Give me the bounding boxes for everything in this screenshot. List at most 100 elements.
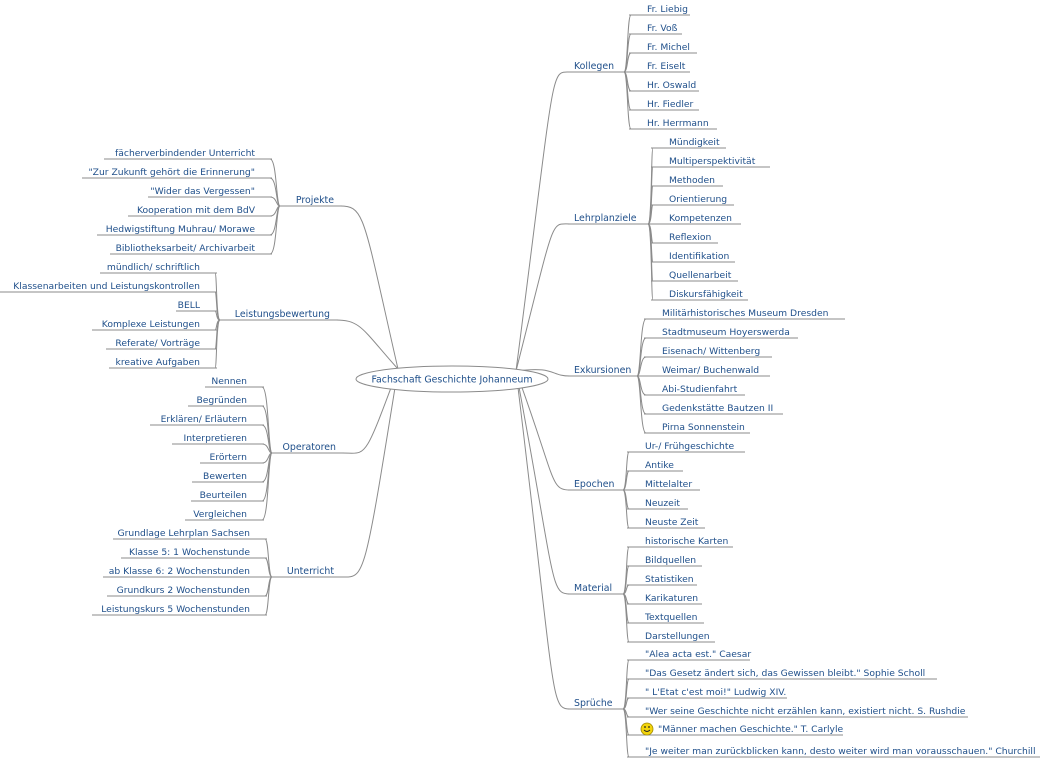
node-fr-liebig-0[interactable]: Fr. Liebig [629,4,690,16]
node-quellenarbeit-7[interactable]: Quellenarbeit [651,270,738,282]
node-abi-studienfahrt-4[interactable]: Abi-Studienfahrt [644,384,745,396]
node-label: Leistungskurs 5 Wochenstunden [101,604,250,615]
node-stadtmuseum-hoyerswerda-1[interactable]: Stadtmuseum Hoyerswerda [644,327,798,339]
node-bell-2[interactable]: BELL [176,300,217,312]
node-antike-1[interactable]: Antike [627,460,683,472]
node-ab-klasse-6-2-wochenstunden-2[interactable]: ab Klasse 6: 2 Wochenstunden [103,566,267,578]
branch-connector [515,370,571,491]
node-fr-michel-2[interactable]: Fr. Michel [629,42,697,54]
node-zur-zukunft-gehört-die-erinn-1[interactable]: "Zur Zukunft gehört die Erinnerung" [82,167,272,179]
node-gedenkstätte-bautzen-ii-5[interactable]: Gedenkstätte Bautzen II [644,403,783,415]
node-wer-seine-geschichte-nicht-e-3[interactable]: "Wer seine Geschichte nicht erzählen kan… [627,706,968,718]
node-interpretieren-3[interactable]: Interpretieren [172,433,264,445]
node-label: Darstellungen [645,631,710,642]
node-klasse-5-1-wochenstunde-1[interactable]: Klasse 5: 1 Wochenstunde [121,547,267,559]
node-multiperspektivität-1[interactable]: Multiperspektivität [651,156,770,168]
node-label: Kooperation mit dem BdV [137,205,256,216]
node-label: mündlich/ schriftlich [107,262,200,273]
branch-projekte-0[interactable]: Projekte fächerverbindender Unterricht "Zu… [82,148,342,255]
node-leistungskurs-5-wochenstunde-4[interactable]: Leistungskurs 5 Wochenstunden [92,604,267,616]
node-komplexe-leistungen-3[interactable]: Komplexe Leistungen [92,319,217,331]
node-fr-eiselt-3[interactable]: Fr. Eiselt [629,61,690,73]
node-eisenach-wittenberg-2[interactable]: Eisenach/ Wittenberg [644,346,772,358]
node-reflexion-5[interactable]: Reflexion [651,232,718,244]
node-hedwigstiftung-muhrau-morawe-4[interactable]: Hedwigstiftung Muhrau/ Morawe [97,224,272,236]
node-mündigkeit-0[interactable]: Mündigkeit [651,137,726,149]
node-grundkurs-2-wochenstunden-3[interactable]: Grundkurs 2 Wochenstunden [107,585,267,597]
node-neuzeit-3[interactable]: Neuzeit [627,498,688,510]
node-hr-fiedler-5[interactable]: Hr. Fiedler [629,99,699,111]
node-hr-herrmann-6[interactable]: Hr. Herrmann [629,118,717,130]
node-historische-karten-0[interactable]: historische Karten [627,536,733,548]
node-label: Statistiken [645,574,694,585]
node-label: Multiperspektivität [669,156,756,167]
node-neuste-zeit-4[interactable]: Neuste Zeit [627,517,705,529]
node-label: Fr. Liebig [647,4,688,15]
node-nennen-0[interactable]: Nennen [205,376,264,388]
node-label: Diskursfähigkeit [669,289,743,300]
node-statistiken-2[interactable]: Statistiken [627,574,697,586]
branch-label: Projekte [296,195,334,206]
node-label: Orientierung [669,194,727,205]
node-methoden-2[interactable]: Methoden [651,175,723,187]
node-label: "Wer seine Geschichte nicht erzählen kan… [645,706,966,717]
node-je-weiter-man-zurückblicken--5[interactable]: "Je weiter man zurückblicken kann, desto… [627,746,1040,758]
node-kompetenzen-4[interactable]: Kompetenzen [651,213,741,225]
node-bewerten-5[interactable]: Bewerten [192,471,264,483]
node-alea-acta-est-caesar-0[interactable]: "Alea acta est." Caesar [627,649,751,661]
node-das-gesetz-ändert-sich-das-g-1[interactable]: "Das Gesetz ändert sich, das Gewissen bl… [627,668,937,680]
branch-unterricht-3[interactable]: Unterricht Grundlage Lehrplan SachsenKlas… [92,528,342,616]
node-identifikation-6[interactable]: Identifikation [651,251,735,263]
node-ur-frühgeschichte-0[interactable]: Ur-/ Frühgeschichte [627,441,745,453]
node-erklären-erläutern-2[interactable]: Erklären/ Erläutern [150,414,264,426]
branch-label: Unterricht [287,566,334,577]
node-kreative-aufgaben-5[interactable]: kreative Aufgaben [109,357,217,369]
branch-sprüche-5[interactable]: Sprüche"Alea acta est." Caesar"Das Geset… [568,649,1040,758]
node-begründen-1[interactable]: Begründen [188,395,264,407]
node-vergleichen-7[interactable]: Vergleichen [185,509,264,521]
node-orientierung-3[interactable]: Orientierung [651,194,734,206]
node-fr-voß-1[interactable]: Fr. Voß [629,23,682,35]
node-bibliotheksarbeit-archivarbe-5[interactable]: Bibliotheksarbeit/ Archivarbeit [110,243,272,255]
node-wider-das-vergessen-2[interactable]: "Wider das Vergessen" [148,186,272,198]
root-node[interactable]: Fachschaft Geschichte Johanneum [355,365,549,393]
node-label: Interpretieren [184,433,248,444]
branch-label: Kollegen [574,61,614,72]
node-label: Textquellen [644,612,698,623]
node-label: Erörtern [210,452,248,463]
node-mittelalter-2[interactable]: Mittelalter [627,479,700,491]
node-beurteilen-6[interactable]: Beurteilen [191,490,264,502]
node-grundlage-lehrplan-sachsen-0[interactable]: Grundlage Lehrplan Sachsen [113,528,267,540]
node-l-etat-c-est-moi-ludwig-xiv-2[interactable]: " L'Etat c'est moi!" Ludwig XIV. [627,687,787,699]
node-klassenarbeiten-und-leistung-1[interactable]: Klassenarbeiten und Leistungskontrollen [0,281,217,293]
node-hr-oswald-4[interactable]: Hr. Oswald [629,80,699,92]
node-diskursfähigkeit-8[interactable]: Diskursfähigkeit [651,289,748,301]
node-erörtern-4[interactable]: Erörtern [200,452,264,464]
node-darstellungen-5[interactable]: Darstellungen [627,631,715,643]
node-karikaturen-3[interactable]: Karikaturen [627,593,702,605]
node-männer-machen-geschichte-t-c-4[interactable]: "Männer machen Geschichte." T. Carlyle [627,722,844,736]
node-textquellen-4[interactable]: Textquellen [627,612,704,624]
node-label: Begründen [196,395,247,406]
node-label: Komplexe Leistungen [102,319,200,330]
node-weimar-buchenwald-3[interactable]: Weimar/ Buchenwald [644,365,770,377]
node-label: Hedwigstiftung Muhrau/ Morawe [106,224,256,235]
node-kooperation-mit-dem-bdv-3[interactable]: Kooperation mit dem BdV [128,205,272,217]
node-referate-vorträge-4[interactable]: Referate/ Vorträge [106,338,217,350]
node-mündlich-schriftlich-0[interactable]: mündlich/ schriftlich [100,262,217,274]
node-bildquellen-1[interactable]: Bildquellen [627,555,702,567]
node-fächerverbindender-unterrich-0[interactable]: fächerverbindender Unterricht [104,148,272,160]
node-pirna-sonnenstein-6[interactable]: Pirna Sonnenstein [644,422,750,434]
node-label: Hr. Herrmann [647,118,709,129]
node-militärhistorisches-museum-d-0[interactable]: Militärhistorisches Museum Dresden [644,308,845,320]
node-label: "Zur Zukunft gehört die Erinnerung" [88,167,255,178]
branch-lehrplanziele-1[interactable]: LehrplanzieleMündigkeitMultiperspektivit… [568,137,770,301]
branch-label: Operatoren [283,442,337,453]
